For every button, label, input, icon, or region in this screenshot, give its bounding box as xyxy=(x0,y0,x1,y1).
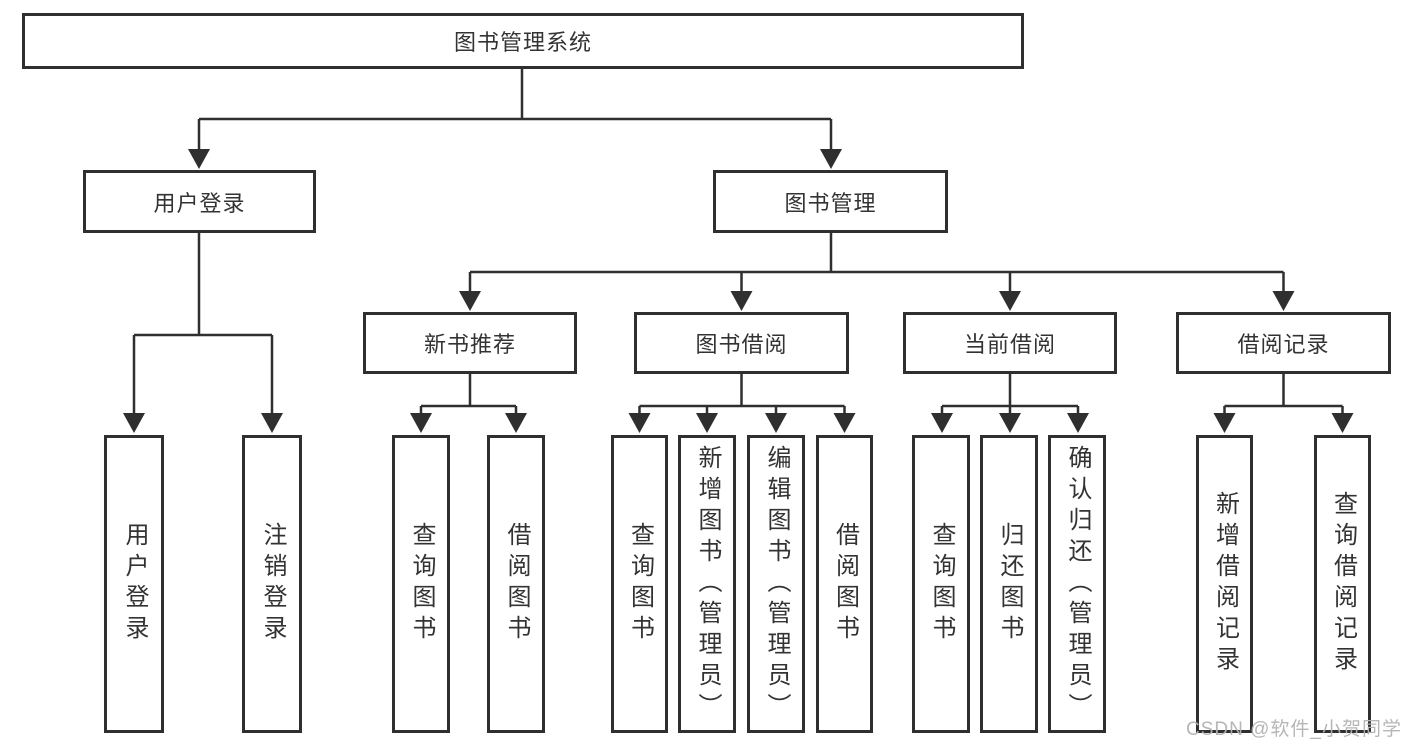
leaf-current-query-books: 查询图书 xyxy=(912,435,970,733)
leaf-recommend-query-books: 查询图书 xyxy=(392,435,450,733)
leaf-borrow-query-books: 查询图书 xyxy=(611,435,668,733)
leaf-user-login: 用户登录 xyxy=(104,435,164,733)
arrow-down-icon xyxy=(999,291,1021,311)
leaf-current-confirm-return-admin: 确认归还（管理员） xyxy=(1048,435,1106,733)
arrow-down-icon xyxy=(730,291,753,311)
arrow-down-icon xyxy=(1272,291,1295,311)
leaf-current-return-books: 归还图书 xyxy=(980,435,1038,733)
arrow-down-icon xyxy=(696,413,718,433)
arrow-down-icon xyxy=(505,413,527,433)
node-current-borrow: 当前借阅 xyxy=(903,312,1117,374)
leaf-borrow-add-books-admin: 新增图书（管理员） xyxy=(678,435,736,733)
arrow-down-icon xyxy=(261,413,283,433)
arrow-down-icon xyxy=(410,413,432,433)
arrow-down-icon xyxy=(1331,413,1354,433)
arrow-down-icon xyxy=(1067,413,1089,433)
arrow-down-icon xyxy=(628,413,651,433)
leaf-logout: 注销登录 xyxy=(242,435,302,733)
arrow-down-icon xyxy=(999,413,1021,433)
leaf-borrow-borrow-books: 借阅图书 xyxy=(816,435,873,733)
arrow-down-icon xyxy=(1213,413,1236,433)
node-book-management: 图书管理 xyxy=(713,170,948,233)
node-borrow-records: 借阅记录 xyxy=(1176,312,1391,374)
arrow-down-icon xyxy=(123,413,145,433)
node-root: 图书管理系统 xyxy=(22,13,1024,69)
node-user-login: 用户登录 xyxy=(83,170,316,233)
leaf-records-query-record: 查询借阅记录 xyxy=(1314,435,1371,733)
node-book-borrow: 图书借阅 xyxy=(634,312,849,374)
leaf-borrow-edit-books-admin: 编辑图书（管理员） xyxy=(747,435,805,733)
arrow-down-icon xyxy=(188,149,210,169)
node-new-book-recommend: 新书推荐 xyxy=(363,312,577,374)
leaf-recommend-borrow-books: 借阅图书 xyxy=(487,435,545,733)
watermark: CSDN @软件_小贺同学 xyxy=(1186,719,1402,740)
leaf-records-add-record: 新增借阅记录 xyxy=(1196,435,1253,733)
arrow-down-icon xyxy=(820,149,842,169)
arrow-down-icon xyxy=(931,413,953,433)
arrow-down-icon xyxy=(833,413,856,433)
arrow-down-icon xyxy=(765,413,787,433)
arrow-down-icon xyxy=(459,291,481,311)
